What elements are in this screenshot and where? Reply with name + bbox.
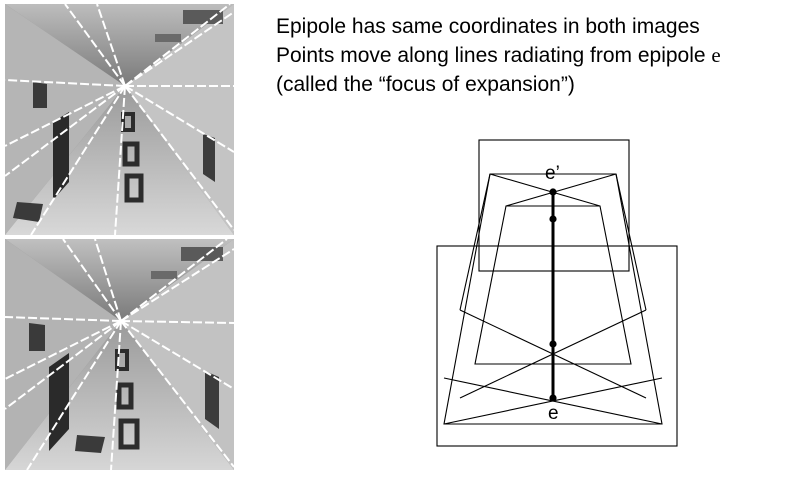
- point-upper: [549, 215, 557, 223]
- line-e-prime-left: [489, 173, 601, 207]
- corridor-photo-bottom: [5, 239, 234, 470]
- epipolar-lines-top: [5, 4, 234, 235]
- label-e-prime: e’: [545, 163, 560, 184]
- caption-epipole-symbol: e: [711, 43, 721, 67]
- point-e-prime: [549, 188, 557, 196]
- corridor-photo-top: [5, 4, 234, 235]
- line-e-prime-right: [505, 173, 617, 207]
- label-e: e: [548, 403, 559, 424]
- point-lower: [549, 340, 557, 348]
- inner-trapezoid: [474, 205, 632, 365]
- caption-text: Epipole has same coordinates in both ima…: [276, 12, 721, 99]
- epipolar-lines-bottom: [5, 239, 234, 470]
- caption-line-1: Epipole has same coordinates in both ima…: [276, 15, 700, 38]
- caption-line-2: Points move along lines radiating from e…: [276, 41, 721, 70]
- corridor-scene-top: [5, 4, 234, 235]
- epipole-diagram: e’ e: [436, 139, 678, 447]
- caption-line-2-text: Points move along lines radiating from e…: [276, 44, 712, 67]
- caption-line-3: (called the “focus of expansion”): [276, 73, 575, 96]
- large-image-frame: [436, 245, 678, 447]
- corridor-scene-bottom: [5, 239, 234, 470]
- point-e: [549, 394, 557, 402]
